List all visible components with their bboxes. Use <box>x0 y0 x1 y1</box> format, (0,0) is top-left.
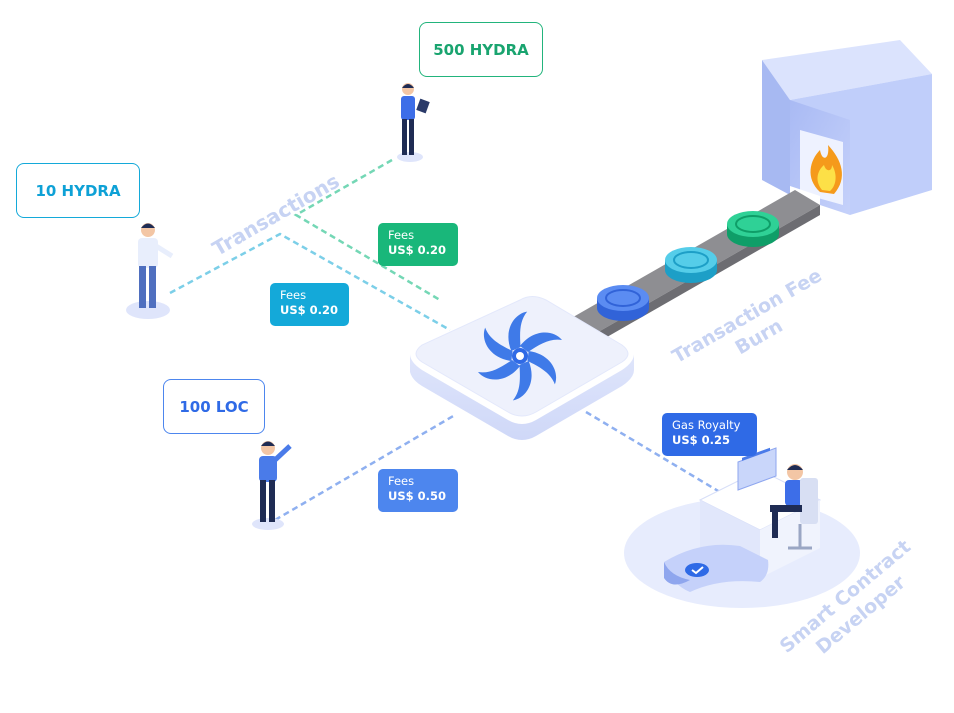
callout-500-hydra: 500 HYDRA <box>419 22 543 77</box>
fee-badge-bottom-amount: US$ 0.50 <box>388 489 446 503</box>
fee-badge-left: Fees US$ 0.20 <box>270 283 349 326</box>
fee-badge-top: Fees US$ 0.20 <box>378 223 458 266</box>
fire-icon <box>810 145 842 194</box>
gas-royalty-title: Gas Royalty <box>672 418 741 432</box>
fee-badge-bottom: Fees US$ 0.50 <box>378 469 458 512</box>
fee-badge-left-title: Fees <box>280 288 307 302</box>
coin-icon <box>597 285 649 321</box>
person-icon <box>138 223 174 308</box>
line-10-hydra <box>169 232 451 332</box>
person-icon <box>401 83 430 155</box>
shadow <box>126 301 170 319</box>
coin-icon <box>727 211 779 247</box>
line-500-hydra <box>293 158 441 302</box>
document-scroll-icon <box>664 544 769 592</box>
callout-100-loc-text: 100 LOC <box>179 397 249 416</box>
fee-badge-left-amount: US$ 0.20 <box>280 303 338 317</box>
burn-oven <box>762 40 932 215</box>
line-100-loc <box>274 413 456 522</box>
callout-10-hydra-text: 10 HYDRA <box>35 181 121 200</box>
coin-icon <box>665 247 717 283</box>
hydra-logo-icon <box>478 311 562 401</box>
callout-500-hydra-text: 500 HYDRA <box>433 40 529 59</box>
fee-badge-top-title: Fees <box>388 228 415 242</box>
person-icon <box>259 441 292 522</box>
gas-royalty-badge: Gas Royalty US$ 0.25 <box>662 413 757 456</box>
fee-badge-top-amount: US$ 0.20 <box>388 243 446 257</box>
callout-100-loc: 100 LOC <box>163 379 265 434</box>
callout-10-hydra: 10 HYDRA <box>16 163 140 218</box>
fee-badge-bottom-title: Fees <box>388 474 415 488</box>
shadow <box>252 518 284 530</box>
gas-royalty-amount: US$ 0.25 <box>672 433 730 447</box>
line-developer <box>585 410 751 512</box>
connection-lines <box>169 158 751 522</box>
